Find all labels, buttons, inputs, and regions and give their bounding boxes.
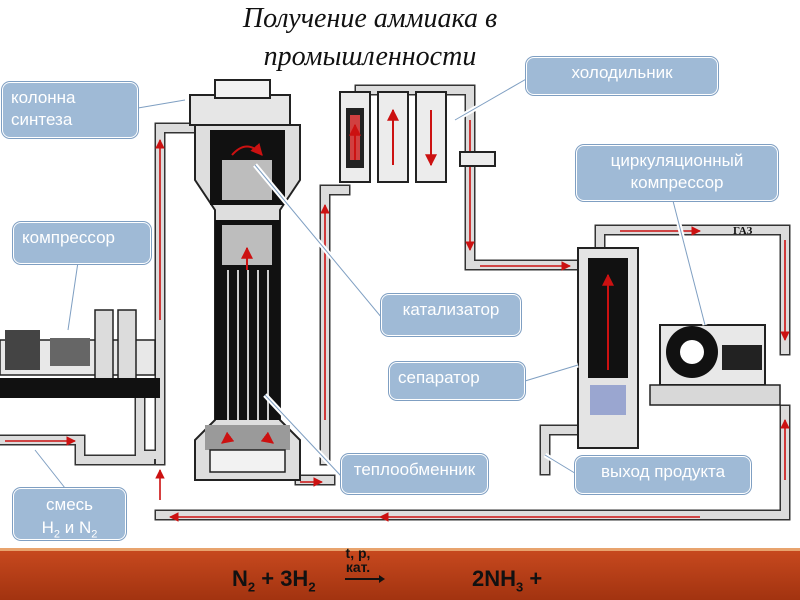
eq-plus-h: + 3H <box>255 566 309 591</box>
eq-plus-2: + <box>523 566 543 591</box>
coolers <box>339 91 496 183</box>
page-title: Получение аммиака в промышленности <box>242 3 498 72</box>
reaction-conditions: t, p, кат. <box>345 545 371 575</box>
label-separator: сепаратор <box>389 362 525 400</box>
label-synthesis-column: колонна синтеза <box>2 82 138 138</box>
mixture-n-sub: 2 <box>91 528 98 540</box>
eq-n: N <box>232 566 248 591</box>
mixture-h: H <box>41 518 54 537</box>
equation-bar <box>0 548 800 600</box>
circulation-compressor-machine <box>649 324 781 406</box>
eq-n-sub: 2 <box>247 579 256 595</box>
label-catalyst: катализатор <box>381 294 521 336</box>
mixture-and: и <box>60 518 79 537</box>
gas-label: ГАЗ <box>733 225 752 237</box>
inlet-compressor-machine <box>0 309 160 398</box>
label-product-output: выход продукта <box>575 456 751 494</box>
label-circulation-compressor: циркуляционный компрессор <box>576 145 778 201</box>
separator-vessel <box>577 247 639 449</box>
mixture-word: смесь <box>46 495 93 514</box>
eq-nh: 2NH <box>472 566 517 591</box>
label-compressor: компрессор <box>13 222 151 264</box>
equation-left: N2 + 3H2 <box>232 566 316 600</box>
label-cooler: холодильник <box>526 57 718 95</box>
flow-arrows <box>5 120 790 522</box>
label-heat-exchanger: теплообменник <box>341 454 488 494</box>
eq-h-sub: 2 <box>308 579 316 595</box>
callout-connectors-outline <box>34 77 706 489</box>
synthesis-column <box>189 79 301 481</box>
mixture-h-sub: 2 <box>53 528 61 540</box>
equation-right: 2NH3 + <box>472 566 542 600</box>
label-mixture: смесь H2 и N2 <box>13 488 126 540</box>
mixture-n: N <box>78 518 92 537</box>
eq-nh-sub: 3 <box>516 579 524 595</box>
reaction-arrow-icon <box>345 575 385 583</box>
